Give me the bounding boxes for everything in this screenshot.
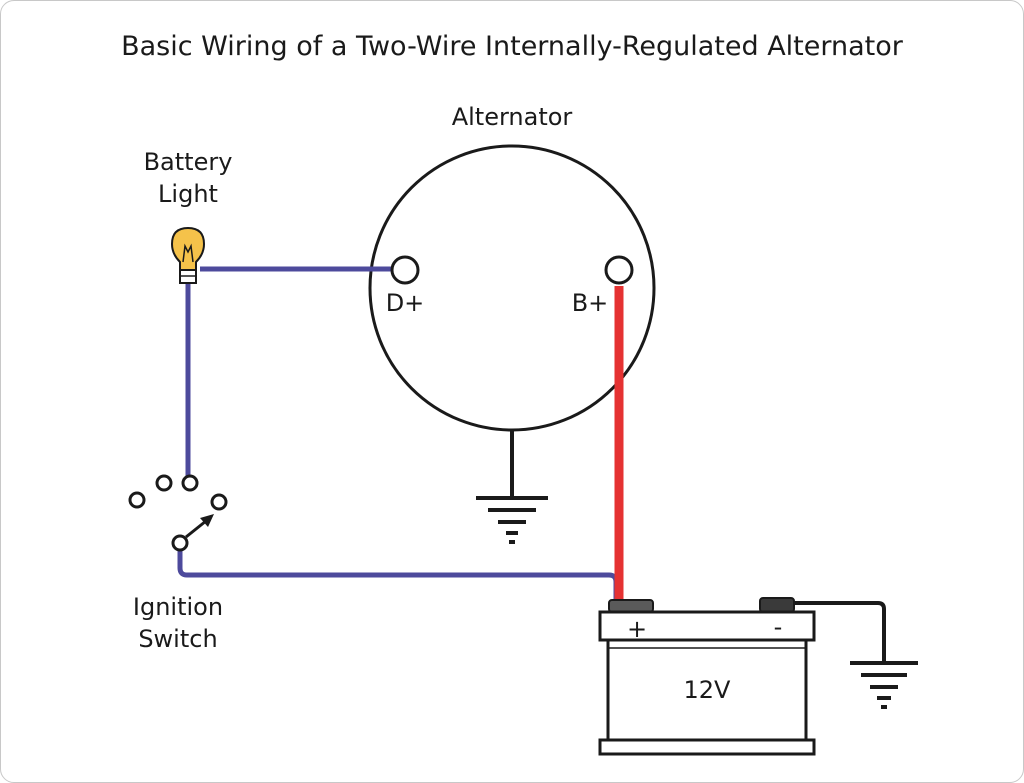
- alternator-label: Alternator: [452, 103, 573, 131]
- ground-symbol-icon: [476, 496, 548, 544]
- alternator-body: [368, 144, 656, 432]
- battery-light-label-line1: Battery: [144, 148, 233, 176]
- ignition-switch-label-line1: Ignition: [133, 593, 223, 621]
- battery-case: [606, 638, 808, 742]
- wire-switch-to-battery: [177, 550, 619, 602]
- terminal-b-plus-label: B+: [572, 289, 609, 317]
- battery-positive-post: [608, 599, 654, 613]
- light-bulb-icon: [170, 226, 206, 284]
- wire-battery-ground: [790, 601, 886, 662]
- battery-light-label-line2: Light: [158, 180, 218, 208]
- battery-voltage-label: 12V: [684, 676, 732, 704]
- battery-negative-label: -: [774, 613, 783, 641]
- diagram-title: Basic Wiring of a Two-Wire Internally-Re…: [121, 31, 904, 62]
- ignition-switch-label-line2: Switch: [138, 625, 217, 653]
- ground-symbol-icon: [850, 661, 918, 709]
- battery-positive-label: +: [627, 615, 647, 643]
- switch-icon: [128, 474, 228, 552]
- terminal-d-plus: [390, 255, 420, 285]
- battery-icon: [598, 597, 816, 756]
- battery-negative-post: [759, 597, 795, 613]
- battery-base: [598, 738, 816, 756]
- terminal-d-plus-label: D+: [386, 289, 425, 317]
- terminal-b-plus: [604, 255, 634, 285]
